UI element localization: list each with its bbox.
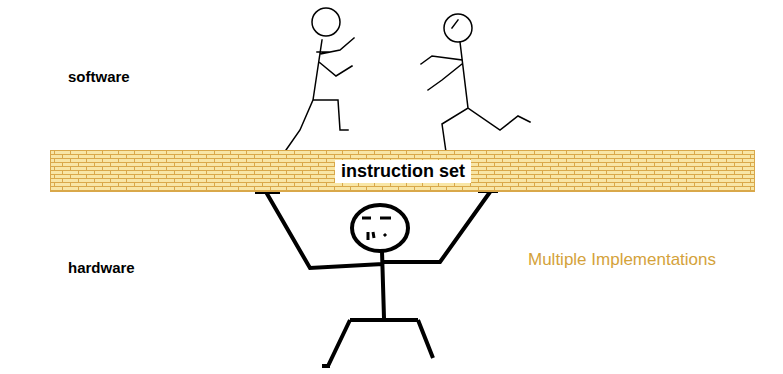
band-label: instruction set — [335, 160, 471, 183]
stick-figure-right — [421, 14, 530, 152]
figure-head — [312, 8, 340, 36]
stick-figure-left — [286, 8, 354, 150]
figure-face — [362, 218, 391, 240]
instruction-band: instruction set — [50, 150, 755, 192]
figure-body — [286, 38, 354, 150]
figure-head — [352, 205, 408, 251]
note-label: Multiple Implementations — [528, 250, 716, 270]
figure-head — [444, 14, 472, 42]
brick-band-fill — [51, 151, 755, 192]
stick-figure-carrier — [255, 191, 498, 366]
figure-body — [421, 20, 530, 152]
layer-label: hardware — [68, 259, 135, 276]
layer-label: software — [68, 68, 130, 85]
figure-body — [255, 191, 498, 366]
